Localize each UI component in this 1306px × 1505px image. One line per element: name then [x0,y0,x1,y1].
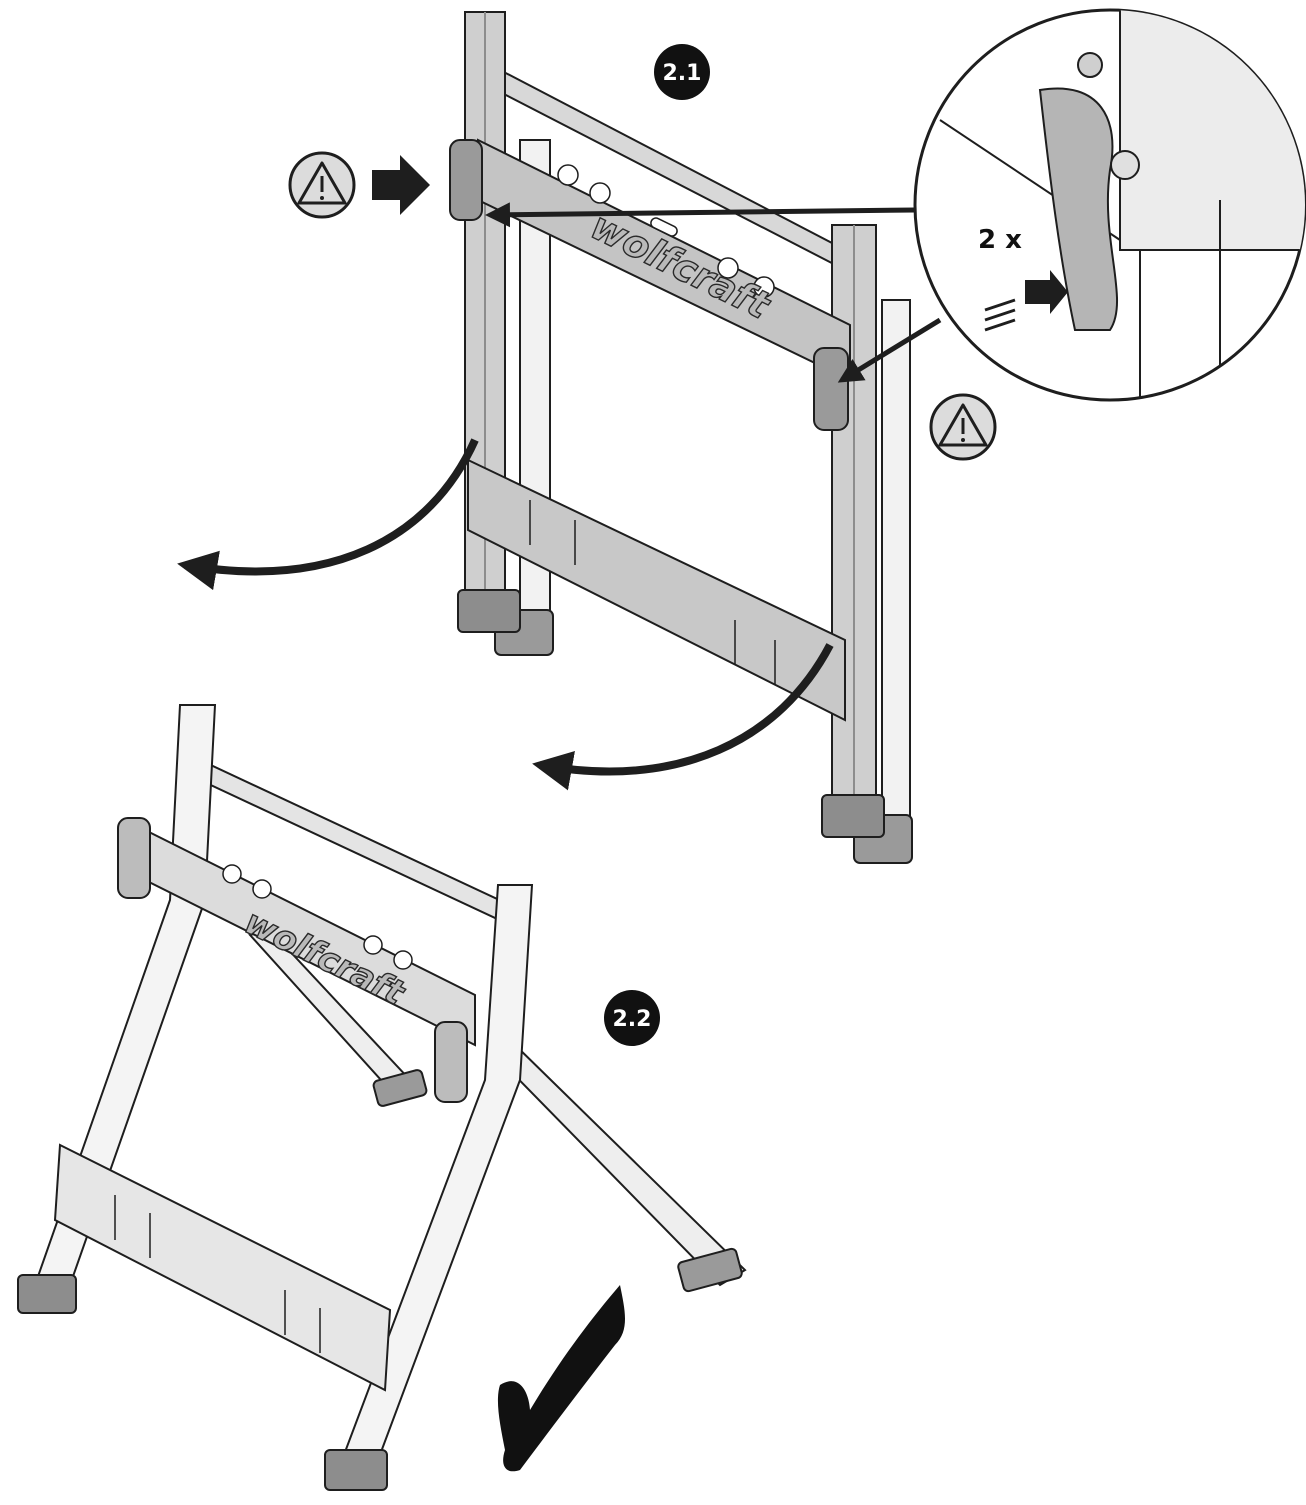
push-arrow-icon [372,155,430,215]
step-badge-2-1: 2.1 [654,44,710,100]
right-latch [813,347,849,431]
unfolded-stand: wolfcraft [17,704,747,1491]
fold-arrow-icon [532,643,834,791]
pointer-arrow-icon [485,202,916,228]
push-arrow-icon [1025,270,1068,314]
step-badge-2-2: 2.2 [604,990,660,1046]
count-label: 2 x [978,225,1022,255]
detail-callout: 2 x [913,8,1306,402]
step-label: 2.2 [613,1007,652,1032]
folded-stand: wolfcraft [449,11,913,864]
checkmark-icon [497,1285,625,1472]
step-label: 2.1 [663,61,702,86]
warning-icon [288,151,356,219]
left-latch [449,139,483,221]
fold-arrow-icon [177,438,479,591]
warning-icon [929,393,997,461]
pointer-arrow-icon [837,317,942,383]
